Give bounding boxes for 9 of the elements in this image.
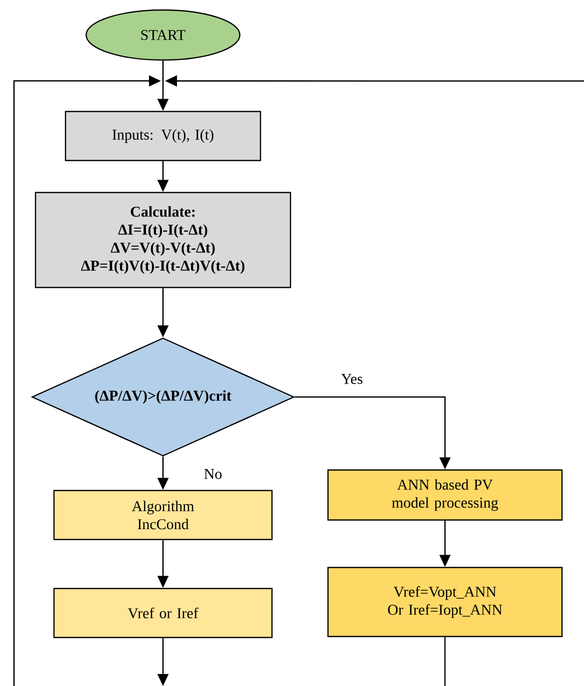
process-box: Vref=Vopt_ANN Or Iref=Iopt_ANN — [327, 566, 563, 638]
edge-label: Yes — [340, 373, 364, 385]
edge-label: No — [202, 468, 224, 480]
process-box: Vref or Iref — [53, 588, 273, 638]
process-box: Algorithm IncCond — [53, 490, 273, 540]
process-box: Inputs: V(t), I(t) — [64, 110, 262, 162]
start-terminal: START — [86, 9, 240, 61]
process-box: ANN based PV model processing — [327, 469, 563, 521]
process-box: Calculate: ΔI=I(t)-I(t-Δt) ΔV=V(t)-V(t-Δt) ΔP=I(t)V(t)-I(t-Δt)V(t-Δt) — [34, 192, 292, 288]
